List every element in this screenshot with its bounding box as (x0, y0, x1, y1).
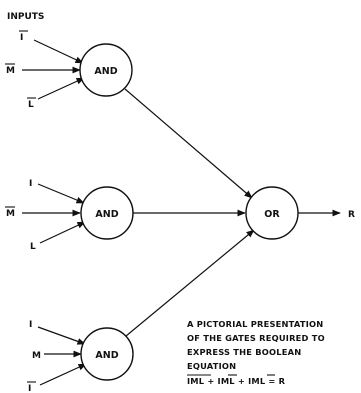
and-gate-2: I M L AND (5, 179, 134, 252)
input-1-1-label: I (20, 33, 23, 43)
output-label: R (348, 210, 355, 220)
caption-line-1: A PICTORIAL PRESENTATION (187, 319, 323, 329)
input-2-1-label: I (29, 179, 32, 189)
boolean-equation: IML + IML + IML = R (187, 376, 286, 386)
or-gate-label: OR (264, 209, 280, 220)
input-2-1-wire (37, 183, 85, 204)
input-3-3-wire (39, 363, 87, 386)
input-1-3-label: L (28, 100, 34, 110)
input-1-1-wire (33, 39, 84, 64)
input-1-2-label: M (6, 66, 15, 76)
inputs-heading: INPUTS (7, 12, 44, 22)
and-gate-1-body (79, 43, 133, 97)
or-gate: OR R (245, 186, 355, 240)
and-gate-1: I M L AND (5, 30, 133, 110)
and-gate-2-label: AND (95, 209, 118, 220)
input-2-3-wire (39, 221, 86, 244)
and-1-to-or-wire (124, 88, 253, 199)
and-3-to-or-wire (125, 229, 255, 337)
and-gate-3-body (80, 327, 134, 381)
and-gate-3: I M I AND (27, 320, 134, 393)
and-gate-3-label: AND (95, 350, 118, 361)
input-3-1-label: I (29, 320, 32, 330)
input-3-1-wire (37, 326, 86, 345)
input-3-2-label: M (32, 351, 41, 361)
and-gate-1-label: AND (94, 66, 117, 77)
caption-line-4: EQUATION (187, 361, 236, 371)
caption-line-3: EXPRESS THE BOOLEAN (187, 347, 301, 357)
input-3-3-label: I (28, 384, 31, 393)
input-2-2-label: M (6, 209, 15, 219)
caption: A PICTORIAL PRESENTATION OF THE GATES RE… (187, 319, 325, 386)
input-1-3-wire (37, 77, 85, 100)
caption-line-2: OF THE GATES REQUIRED TO (187, 333, 325, 343)
input-2-3-label: L (30, 242, 36, 252)
